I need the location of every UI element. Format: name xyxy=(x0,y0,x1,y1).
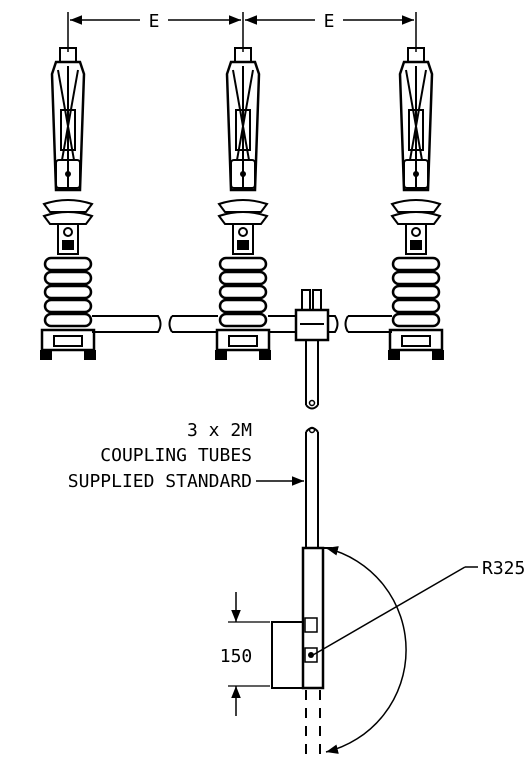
coupling-tube-note: 3 x 2M COUPLING TUBES SUPPLIED STANDARD xyxy=(68,420,304,492)
spacing-label-right: E xyxy=(324,11,335,32)
height-dimension: 150 xyxy=(220,592,270,716)
horizontal-coupling-tube xyxy=(92,315,392,333)
pole-right xyxy=(386,46,446,362)
pole-left xyxy=(38,46,98,362)
pole-center xyxy=(213,46,273,362)
drive-head xyxy=(294,289,330,342)
radius-dimension: R325 xyxy=(312,546,525,754)
vertical-coupling-tube xyxy=(305,340,319,548)
note-line-3: SUPPLIED STANDARD xyxy=(68,471,252,492)
spacing-label-left: E xyxy=(149,11,160,32)
radius-label: R325 xyxy=(482,558,525,579)
operating-mechanism xyxy=(271,546,332,755)
note-line-1: 3 x 2M xyxy=(187,420,252,441)
spacing-dimension: E E xyxy=(67,11,417,52)
note-line-2: COUPLING TUBES xyxy=(100,445,252,466)
height-label: 150 xyxy=(220,646,253,667)
